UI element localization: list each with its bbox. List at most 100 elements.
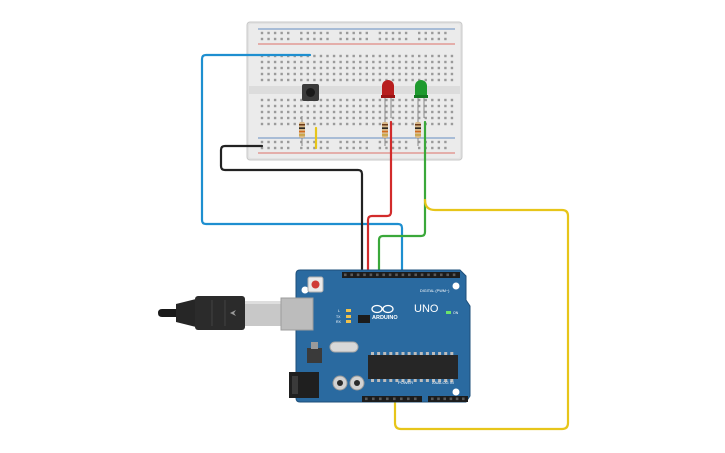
breadboard-hole: [418, 31, 421, 35]
atmega-chip: [368, 355, 458, 379]
wire-blue[interactable]: [200, 53, 404, 274]
breadboard-hole: [378, 122, 382, 126]
wire-yellow[interactable]: [393, 198, 570, 431]
breadboard-hole: [260, 116, 264, 120]
resistor[interactable]: [382, 116, 388, 146]
breadboard-hole: [418, 37, 421, 41]
breadboard-hole: [339, 98, 342, 102]
breadboard-hole: [313, 122, 316, 126]
header-pin: [393, 397, 396, 401]
breadboard-hole: [352, 54, 355, 58]
header-pin: [382, 273, 385, 277]
usb-cable[interactable]: [158, 296, 281, 330]
breadboard-hole: [437, 37, 441, 41]
breadboard-hole: [424, 54, 427, 58]
breadboard-hole: [359, 60, 362, 64]
breadboard-hole: [300, 78, 303, 82]
breadboard-hole: [424, 31, 427, 35]
breadboard-hole: [450, 60, 454, 64]
bottom-pins: [365, 397, 465, 401]
breadboard-hole: [293, 104, 296, 108]
breadboard-hole: [398, 54, 401, 58]
breadboard-hole: [418, 116, 421, 120]
breadboard-hole: [391, 116, 395, 120]
breadboard-hole: [280, 146, 283, 150]
breadboard-hole: [293, 72, 296, 76]
breadboard-hole: [444, 66, 447, 70]
breadboard-hole: [273, 60, 277, 64]
breadboard-hole: [372, 72, 375, 76]
breadboard-hole: [313, 140, 316, 144]
breadboard-hole: [378, 31, 382, 35]
usb-socket: [280, 297, 314, 331]
wire-green[interactable]: [377, 120, 427, 274]
breadboard-hole: [437, 72, 441, 76]
breadboard-hole: [391, 54, 395, 58]
chip-pins: [371, 352, 454, 382]
breadboard-hole: [345, 104, 349, 108]
digital-header: [342, 272, 460, 278]
breadboard-hole: [260, 104, 264, 108]
led-red[interactable]: [381, 80, 395, 118]
breadboard-hole: [444, 116, 447, 120]
breadboard-hole: [418, 110, 421, 114]
header-pin: [414, 397, 417, 401]
breadboard-hole: [450, 98, 454, 102]
resistor[interactable]: [415, 116, 421, 146]
analog-header: [428, 396, 468, 402]
breadboard-hole: [293, 66, 296, 70]
breadboard-hole: [418, 78, 421, 82]
header-pin: [431, 397, 434, 401]
breadboard-hole: [365, 122, 368, 126]
wire-black[interactable]: [219, 144, 364, 274]
breadboard-hole: [391, 72, 395, 76]
breadboard-hole: [300, 140, 303, 144]
led-green[interactable]: [414, 80, 428, 118]
breadboard-hole: [345, 72, 349, 76]
breadboard-hole: [385, 140, 388, 144]
pushbutton[interactable]: [302, 84, 319, 101]
resistor[interactable]: [299, 116, 305, 146]
breadboard-hole: [293, 122, 296, 126]
breadboard-hole: [398, 116, 401, 120]
breadboard-hole: [260, 98, 264, 102]
breadboard-hole: [339, 146, 342, 150]
breadboard-hole: [391, 110, 395, 114]
breadboard-hole: [287, 72, 290, 76]
breadboard-hole: [260, 78, 264, 82]
status-led-l: [346, 309, 351, 312]
breadboard-hole: [431, 37, 434, 41]
breadboard-hole: [332, 78, 336, 82]
breadboard-hole: [326, 60, 329, 64]
breadboard-hole: [306, 140, 310, 144]
voltage-regulator: [307, 348, 322, 363]
breadboard-hole: [267, 146, 270, 150]
breadboard-hole: [444, 54, 447, 58]
breadboard-hole: [418, 54, 421, 58]
breadboard-hole: [260, 140, 264, 144]
wire-red[interactable]: [366, 120, 393, 274]
breadboard-hole: [345, 98, 349, 102]
breadboard-hole: [418, 98, 421, 102]
breadboard-hole: [404, 72, 408, 76]
breadboard-hole: [398, 66, 401, 70]
breadboard-hole: [352, 140, 355, 144]
breadboard: [246, 21, 463, 161]
arduino-uno-board[interactable]: ARDUINO UNO DIGITAL (PWM~) L TX RX ON: [280, 269, 471, 403]
header-pin: [350, 273, 353, 277]
breadboard-hole: [378, 78, 382, 82]
breadboard-hole: [280, 104, 283, 108]
breadboard-hole: [319, 31, 323, 35]
header-pin: [388, 273, 392, 277]
breadboard-hole: [280, 98, 283, 102]
breadboard-hole: [359, 31, 362, 35]
breadboard-hole: [326, 78, 329, 82]
breadboard-channel: [249, 86, 460, 94]
breadboard-hole: [365, 116, 368, 120]
breadboard-hole: [411, 116, 414, 120]
breadboard-hole: [411, 72, 414, 76]
breadboard-hole: [352, 116, 355, 120]
breadboard-hole: [280, 116, 283, 120]
breadboard-hole: [280, 140, 283, 144]
breadboard-hole: [437, 31, 441, 35]
